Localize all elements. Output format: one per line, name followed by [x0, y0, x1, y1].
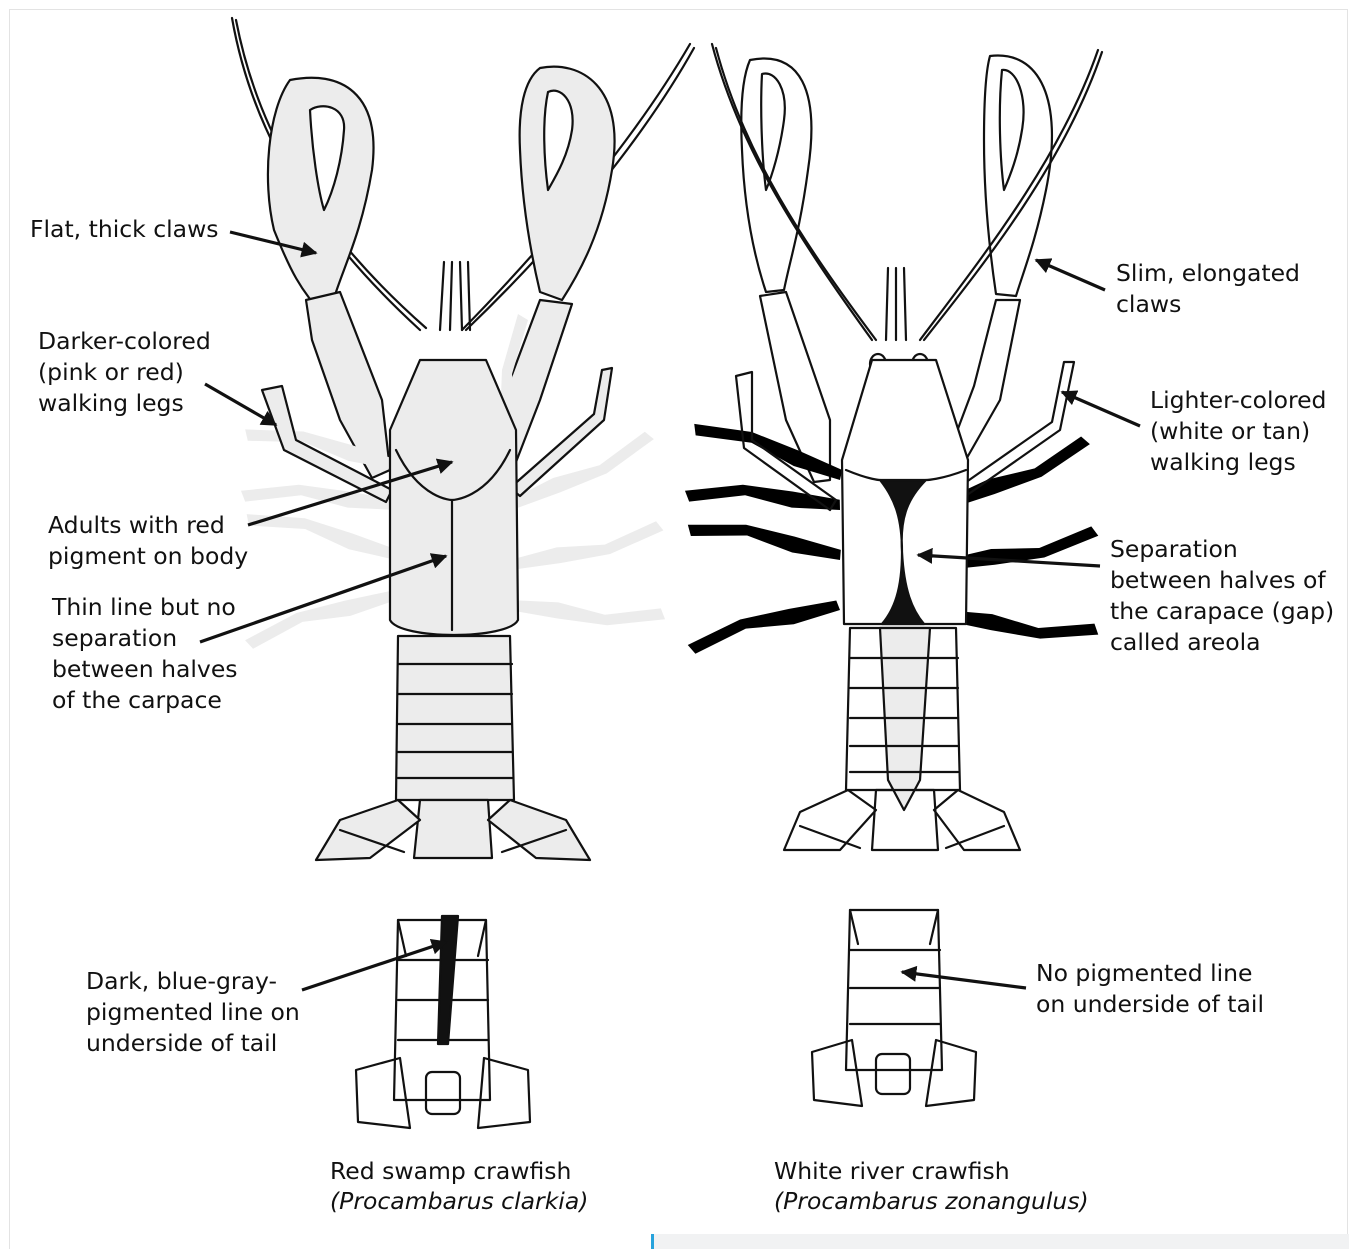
label-dark-line-tail: Dark, blue-gray- pigmented line on under…: [86, 966, 300, 1059]
label-slim-claws: Slim, elongated claws: [1116, 258, 1300, 320]
label-flat-thick-claws: Flat, thick claws: [30, 214, 219, 245]
arrow-slim-claws: [1036, 260, 1105, 290]
arrow-lighter-legs: [1062, 392, 1140, 426]
arrow-no-line-tail: [902, 972, 1026, 988]
label-thin-line: Thin line but no separation between halv…: [52, 592, 238, 716]
label-darker-walking-legs: Darker-colored (pink or red) walking leg…: [38, 326, 211, 419]
label-lighter-walking-legs: Lighter-colored (white or tan) walking l…: [1150, 385, 1326, 478]
caption-white-river-scientific: (Procambarus zonangulus): [774, 1186, 1089, 1216]
label-red-pigment: Adults with red pigment on body: [48, 510, 248, 572]
label-no-pigmented-line: No pigmented line on underside of tail: [1036, 958, 1264, 1020]
caption-red-swamp: Red swamp crawfish (Procambarus clarkia): [330, 1156, 588, 1216]
label-areola: Separation between halves of the carapac…: [1110, 534, 1334, 658]
bottom-accent-bar: [651, 1234, 1349, 1249]
caption-red-swamp-common: Red swamp crawfish: [330, 1157, 571, 1185]
caption-white-river-common: White river crawfish: [774, 1157, 1010, 1185]
white-river-crawfish-drawing: [683, 44, 1102, 1106]
caption-white-river: White river crawfish (Procambarus zonang…: [774, 1156, 1089, 1216]
caption-red-swamp-scientific: (Procambarus clarkia): [330, 1186, 588, 1216]
red-swamp-crawfish-drawing: [232, 18, 694, 1128]
